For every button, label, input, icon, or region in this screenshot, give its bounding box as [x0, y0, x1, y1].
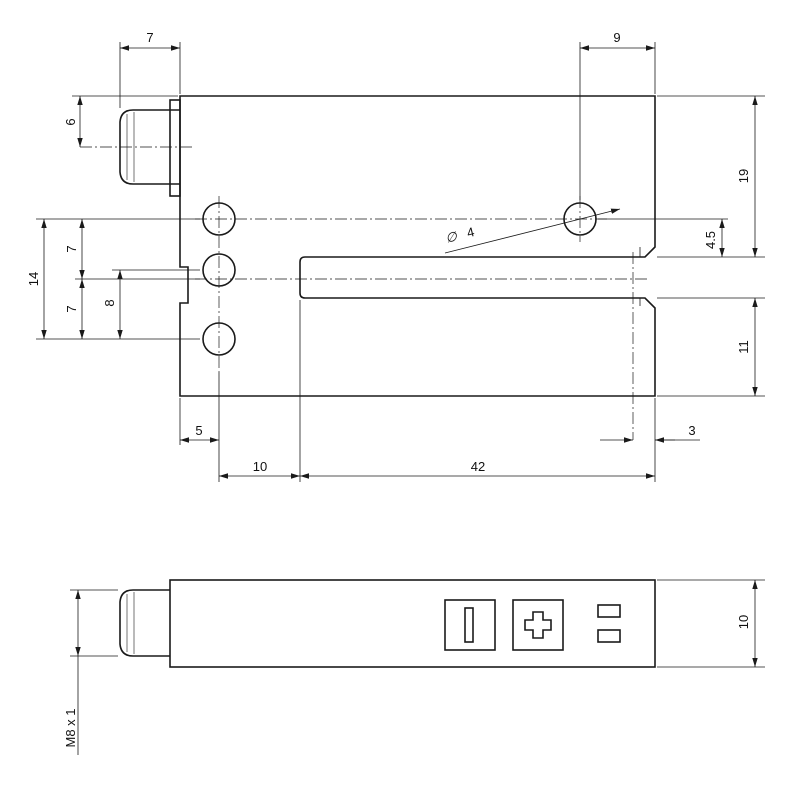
dim-hole-diameter: 4: [465, 224, 476, 240]
connector-side-view: [119, 589, 170, 657]
dim-connector-height: 6: [63, 118, 78, 125]
dimension-lines: [36, 42, 765, 482]
dim-slot-edge-offset: 4.5: [703, 231, 718, 249]
dim-thread: M8 x 1: [63, 708, 78, 747]
dim-thickness: 10: [736, 615, 751, 629]
sensor-body-outline: [179, 95, 656, 397]
teach-button-icon: [512, 599, 564, 651]
side-view: [70, 579, 765, 755]
dim-connector-offset: 7: [146, 30, 153, 45]
dim-lower-height: 11: [736, 340, 751, 354]
diameter-symbol: ∅: [444, 228, 459, 245]
top-view: [80, 95, 656, 440]
sensor-body-side: [169, 579, 656, 668]
dim-hole-pitch-bottom: 7: [64, 305, 79, 312]
dim-slot-start: 10: [253, 459, 267, 474]
dim-hole-edge-offset: 5: [195, 423, 202, 438]
dim-hole-pitch-total: 14: [26, 272, 41, 286]
led-indicator-top: [597, 604, 621, 618]
led-indicator-bottom: [597, 629, 621, 643]
dim-hole-pitch-top: 7: [64, 245, 79, 252]
connector-top-view: [119, 99, 181, 197]
dimension-labels: 7 9 6 19 4.5 11 14 7 7 8 ∅ 4 5 10 42 3 1…: [26, 30, 751, 748]
dim-slot-width: 3: [688, 423, 695, 438]
potentiometer-icon: [444, 599, 496, 651]
dim-slot-length: 42: [471, 459, 485, 474]
dim-upper-height: 19: [736, 169, 751, 183]
dim-hole-offset-right: 9: [613, 30, 620, 45]
dim-slot-center: 8: [102, 299, 117, 306]
